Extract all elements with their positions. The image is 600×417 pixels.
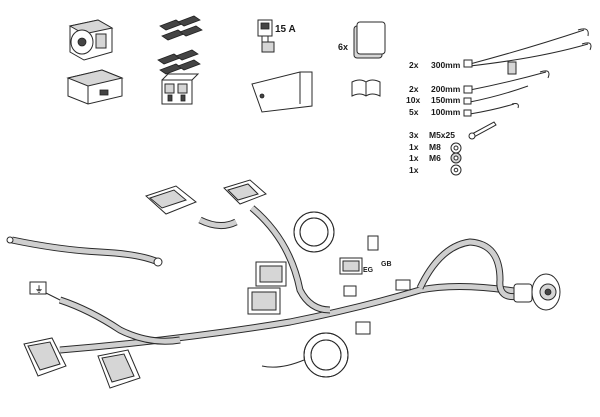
tag-eg: EG: [363, 267, 374, 274]
tape-pad-part: [353, 21, 386, 59]
tie-size-2: 200mm: [431, 84, 461, 94]
connector-top-mid: [223, 179, 267, 205]
tie-size-3: 150mm: [431, 95, 461, 105]
connector-bottom-left: [23, 337, 141, 389]
fuse-label: 15 A: [275, 24, 296, 35]
tie-qty-4: 5x: [409, 107, 419, 117]
hw-size-1: M5x25: [429, 130, 455, 140]
connector-top-left: [145, 185, 197, 215]
wiring-harness: [6, 205, 521, 378]
booklet-icon: [351, 79, 381, 97]
connector-center-stack: [247, 261, 287, 315]
hw-size-2: M8: [429, 142, 441, 152]
tie-qty-1: 2x: [409, 60, 419, 70]
cable-ties-part: [463, 28, 592, 117]
cable-tie-list: 2x 300mm 2x 200mm 10x 150mm 5x 100mm: [406, 60, 461, 117]
fuse-part: [257, 19, 275, 53]
hw-qty-1: 3x: [409, 130, 419, 140]
hw-qty-3: 1x: [409, 153, 419, 163]
cover-plate-part: [251, 71, 313, 113]
svg-text:⏚: ⏚: [35, 285, 43, 294]
harness-clip: [343, 279, 411, 297]
tag-gb: GB: [381, 261, 392, 268]
connector-eg-gb: [339, 257, 363, 275]
tape-pad-qty: 6x: [338, 42, 348, 52]
hardware-part: [450, 121, 497, 176]
tie-qty-3: 10x: [406, 95, 420, 105]
adhesive-strips-part: [157, 15, 203, 75]
tie-qty-2: 2x: [409, 84, 419, 94]
connector-small-plug: [355, 235, 379, 335]
hw-size-3: M6: [429, 153, 441, 163]
hw-qty-2: 1x: [409, 142, 419, 152]
electronic-module-part: [66, 69, 124, 105]
socket-part: [513, 273, 561, 311]
tie-size-1: 300mm: [431, 60, 461, 70]
hw-qty-4: 1x: [409, 165, 419, 175]
hardware-list: 3x M5x25 1x M8 1x M6 1x: [409, 130, 455, 175]
relay-block-part: [161, 73, 200, 105]
ground-tag: ⏚: [29, 281, 47, 295]
tie-size-4: 100mm: [431, 107, 461, 117]
control-switch-part: [68, 19, 114, 61]
